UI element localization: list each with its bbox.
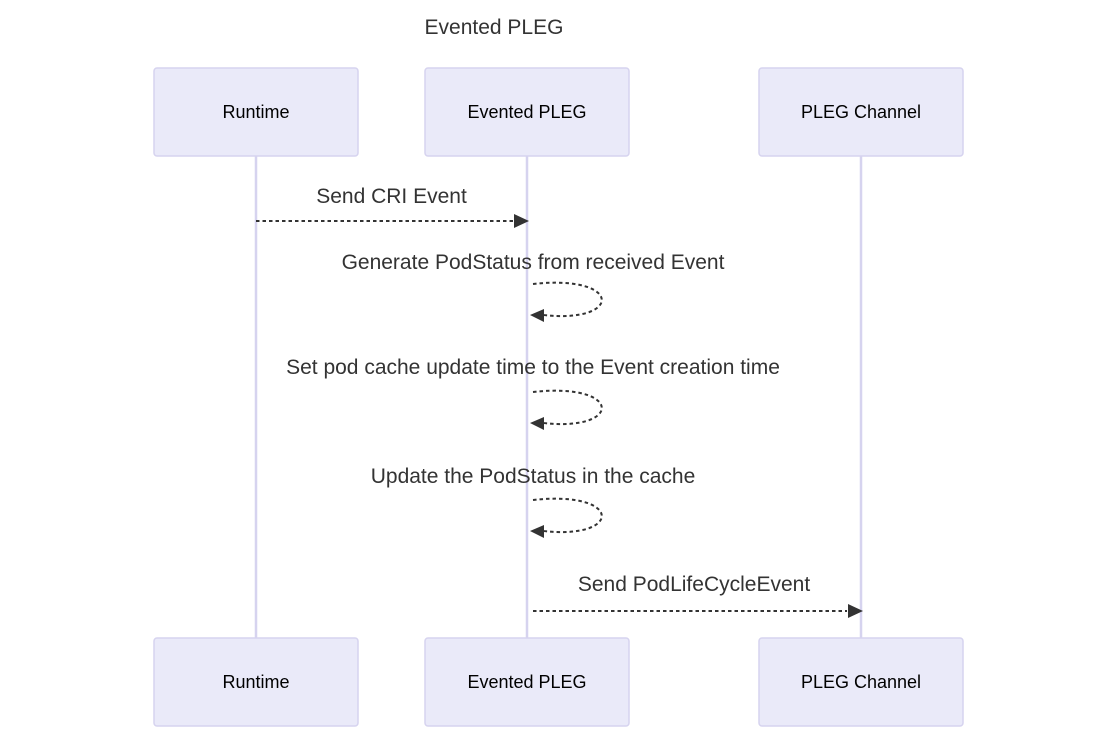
actor-label: PLEG Channel [801,672,921,692]
actor-evented_pleg-bottom: Evented PLEG [424,637,630,727]
actor-box [758,67,964,157]
actor-label: Evented PLEG [467,672,586,692]
actor-box [424,637,630,727]
actor-box [153,637,359,727]
actors-bottom: Runtime Evented PLEG PLEG Channel [153,637,964,727]
actor-pleg_channel-bottom: PLEG Channel [758,637,964,727]
message-label: Send PodLifeCycleEvent [578,573,810,596]
message-label: Generate PodStatus from received Event [342,251,725,274]
actor-box [153,67,359,157]
arrowhead [530,309,544,322]
arrowhead [530,417,544,430]
actor-runtime-top: Runtime [153,67,359,157]
message-label: Set pod cache update time to the Event c… [286,356,780,379]
message-1: Send CRI Event [256,185,529,228]
actors-top: Runtime Evented PLEG PLEG Channel [153,67,964,157]
actor-label: Evented PLEG [467,102,586,122]
message-4: Update the PodStatus in the cache [371,465,696,538]
actor-runtime-bottom: Runtime [153,637,359,727]
actor-box [424,67,630,157]
message-self-loop [532,389,603,426]
arrowhead [530,525,544,538]
actor-box [758,637,964,727]
message-2: Generate PodStatus from received Event [342,251,725,322]
message-5: Send PodLifeCycleEvent [533,573,863,618]
actor-label: Runtime [222,102,289,122]
lifelines [254,156,863,638]
actor-label: Runtime [222,672,289,692]
actor-pleg_channel-top: PLEG Channel [758,67,964,157]
message-label: Send CRI Event [316,185,467,208]
message-3: Set pod cache update time to the Event c… [286,356,780,430]
arrowhead [848,604,863,618]
message-self-loop [532,281,603,318]
actor-evented_pleg-top: Evented PLEG [424,67,630,157]
message-self-loop [532,497,603,534]
message-label: Update the PodStatus in the cache [371,465,696,488]
arrowhead [514,214,529,228]
actor-label: PLEG Channel [801,102,921,122]
diagram-title: Evented PLEG [425,16,564,39]
